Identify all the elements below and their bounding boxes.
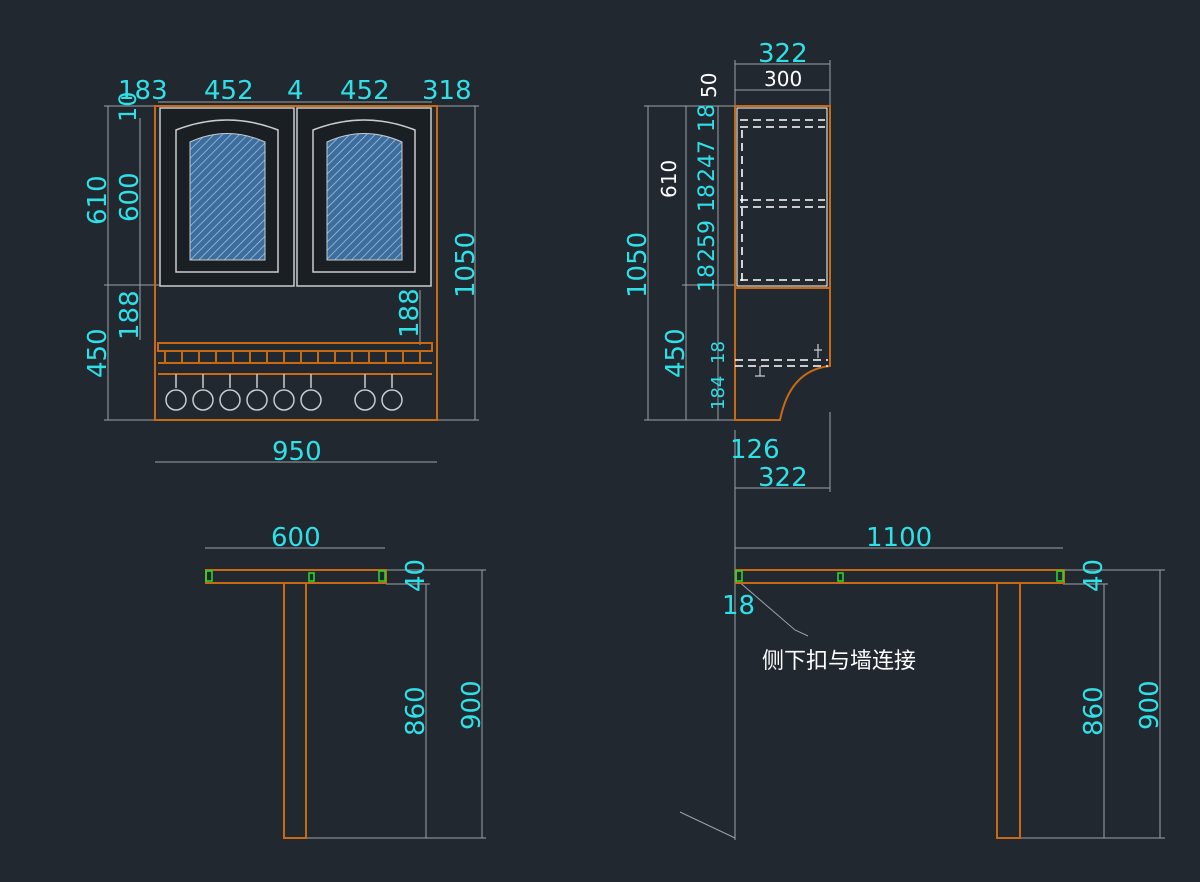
dim-table-front-600: 600	[271, 523, 321, 553]
dim-front-right-188: 188	[395, 288, 425, 338]
dim-front-top-1: 183	[118, 76, 168, 106]
table-top-side	[735, 569, 1065, 584]
dim-side-259: 259	[695, 220, 720, 262]
dim-side-450: 450	[661, 328, 691, 378]
table-top-front	[205, 569, 387, 584]
dim-front-left-450: 450	[83, 328, 113, 378]
dim-side-184: 184	[708, 376, 729, 410]
upper-cabinet-side	[734, 105, 831, 289]
dim-side-18a: 18	[695, 104, 720, 132]
dim-front-top-2: 452	[204, 76, 254, 106]
dim-table-front-900: 900	[457, 680, 487, 730]
dim-side-lower-18: 18	[708, 341, 729, 364]
table-leg-front	[283, 582, 307, 839]
table-leg-side	[996, 582, 1021, 839]
dim-side-top-300: 300	[764, 67, 802, 91]
dim-front-left-10: 10	[114, 91, 142, 122]
wall-connection-note: 侧下扣与墙连接	[762, 649, 916, 674]
rack-hooks	[164, 351, 421, 363]
dim-side-1050: 1050	[623, 232, 653, 298]
dim-front-right-1050: 1050	[451, 232, 481, 298]
dim-table-side-40: 40	[1079, 559, 1109, 592]
wine-glasses	[165, 374, 403, 411]
dim-side-bottom-322: 322	[758, 463, 808, 493]
dim-table-side-860: 860	[1079, 686, 1109, 736]
dim-table-side-1100: 1100	[866, 523, 932, 553]
dim-front-top-4: 452	[340, 76, 390, 106]
dim-side-126: 126	[730, 435, 780, 465]
dim-side-50: 50	[697, 73, 721, 98]
right-glass-pane	[326, 133, 403, 261]
lower-bracket-side	[734, 288, 831, 421]
dim-table-front-40: 40	[401, 559, 431, 592]
dim-table-side-18: 18	[722, 591, 755, 621]
dim-front-top-5: 318	[422, 76, 472, 106]
dim-table-front-860: 860	[401, 686, 431, 736]
dim-front-left-600: 600	[115, 172, 145, 222]
dim-front-left-188: 188	[115, 290, 145, 340]
dim-front-left-610: 610	[83, 175, 113, 225]
dim-side-610: 610	[657, 160, 681, 198]
dim-table-side-900: 900	[1135, 680, 1165, 730]
side-view: 322 300 50 18 247 18 259 18 610 1050 450…	[623, 39, 831, 840]
dim-side-top-322: 322	[758, 39, 808, 69]
dim-front-width: 950	[272, 437, 322, 467]
dim-front-top-3: 4	[287, 76, 304, 106]
glass-rack-bar	[157, 342, 433, 352]
left-glass-pane	[189, 133, 266, 261]
table-side-view: 1100 40 18 侧下扣与墙连接 860 900	[722, 523, 1165, 839]
front-view: 183 452 4 452 318 10 610 600 188 450 105…	[83, 76, 481, 467]
table-front-view: 600 40 860 900	[205, 523, 487, 839]
dim-side-247: 247	[695, 140, 720, 182]
dim-side-18c: 18	[695, 264, 720, 292]
dim-side-18b: 18	[695, 184, 720, 212]
